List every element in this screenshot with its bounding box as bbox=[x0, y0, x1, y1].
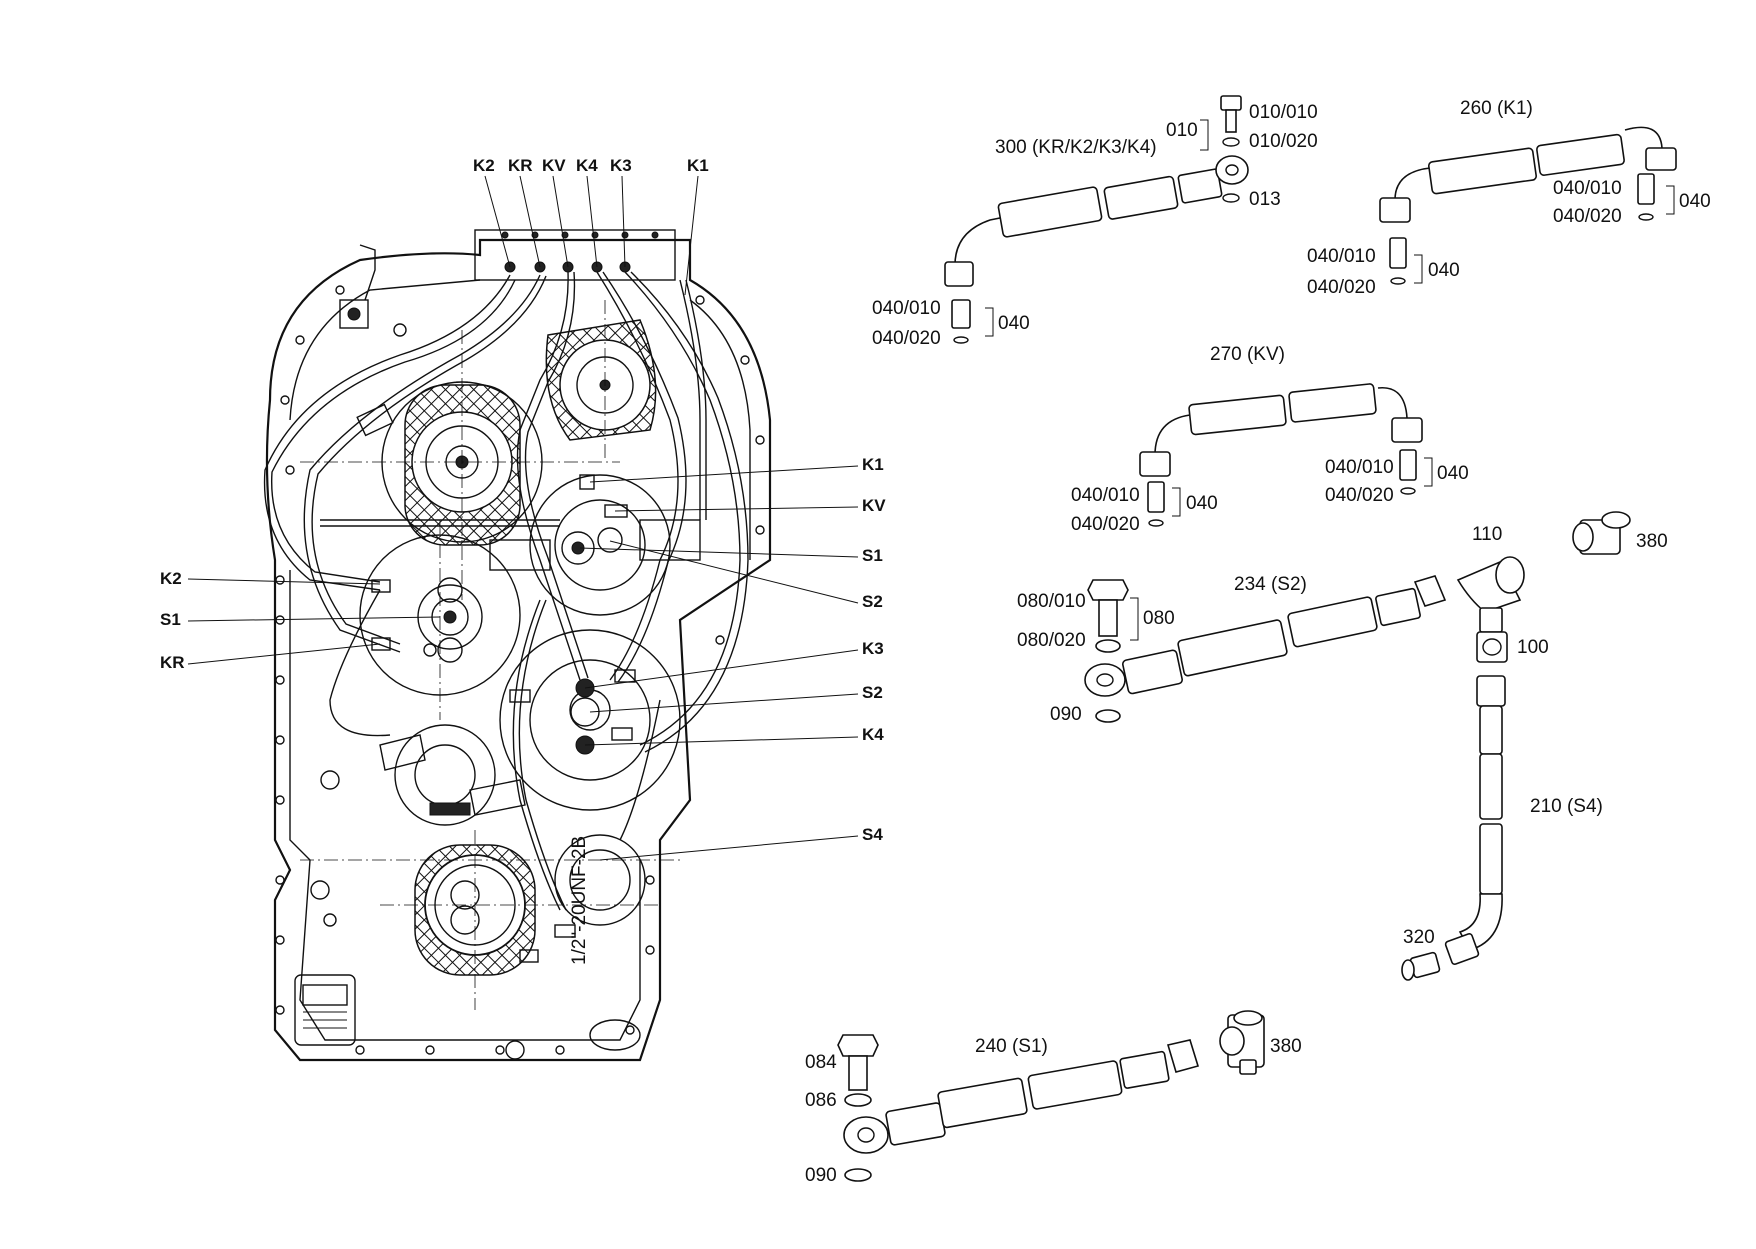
sensor-top-left bbox=[339, 244, 376, 329]
valve-block-ports bbox=[501, 231, 659, 273]
hydraulic-tubes bbox=[263, 271, 749, 911]
label-right-s2b: S2 bbox=[862, 683, 883, 702]
part-270-040b: 040 bbox=[1437, 463, 1469, 484]
part-270-040a: 040 bbox=[1186, 493, 1218, 514]
flange-mid bbox=[379, 724, 526, 826]
centre-lines bbox=[300, 300, 680, 1010]
part-240-hose: 240 (S1) 084 086 090 380 bbox=[805, 1010, 1302, 1186]
center-shaft-area bbox=[489, 474, 701, 616]
housing-outline bbox=[265, 238, 772, 1062]
part-260-040-020a: 040/020 bbox=[1553, 206, 1622, 227]
part-300-010: 010 bbox=[1166, 120, 1198, 141]
part-300-040-010: 040/010 bbox=[872, 298, 941, 319]
part-234-hose: 234 (S2) 080/010 080/020 080 090 110 100… bbox=[1017, 511, 1668, 725]
nameplate bbox=[294, 974, 356, 1046]
label-right-s1: S1 bbox=[862, 546, 883, 565]
part-270-040-020a: 040/020 bbox=[1071, 514, 1140, 535]
part-300-013: 013 bbox=[1249, 189, 1281, 210]
part-234-080-010: 080/010 bbox=[1017, 591, 1086, 612]
part-260-040b: 040 bbox=[1428, 260, 1460, 281]
part-300-hose: 300 (KR/K2/K3/K4) 010 010/010 010/020 01… bbox=[872, 95, 1318, 349]
part-260-040-010a: 040/010 bbox=[1553, 178, 1622, 199]
part-300-010-020: 010/020 bbox=[1249, 131, 1318, 152]
part-300-040-020: 040/020 bbox=[872, 328, 941, 349]
port-stamp: 1/2"-20UNF-2B bbox=[569, 836, 590, 965]
part-234-080-020: 080/020 bbox=[1017, 630, 1086, 651]
part-300-010-010: 010/010 bbox=[1249, 102, 1318, 123]
part-260-040a: 040 bbox=[1679, 191, 1711, 212]
part-270-040-020b: 040/020 bbox=[1325, 485, 1394, 506]
part-210-title: 210 (S4) bbox=[1530, 796, 1603, 817]
part-240-title: 240 (S1) bbox=[975, 1036, 1048, 1057]
hub-right bbox=[499, 629, 681, 811]
label-right-k4: K4 bbox=[862, 725, 884, 744]
part-270-hose: 270 (KV) 040/010 040/020 040 040/010 040… bbox=[1071, 344, 1469, 535]
part-234-title: 234 (S2) bbox=[1234, 574, 1307, 595]
part-260-040-020b: 040/020 bbox=[1307, 277, 1376, 298]
label-top-k4: K4 bbox=[576, 156, 598, 175]
part-300-title: 300 (KR/K2/K3/K4) bbox=[995, 137, 1157, 158]
label-right-s2: S2 bbox=[862, 592, 883, 611]
part-240-086: 086 bbox=[805, 1090, 837, 1111]
cover-plate bbox=[589, 1019, 641, 1051]
part-260-040-010b: 040/010 bbox=[1307, 246, 1376, 267]
label-top-k2: K2 bbox=[473, 156, 495, 175]
part-234-100: 100 bbox=[1517, 637, 1549, 658]
label-right-s4: S4 bbox=[862, 825, 883, 844]
label-left-k2: K2 bbox=[160, 569, 182, 588]
part-234-090: 090 bbox=[1050, 704, 1082, 725]
part-270-title: 270 (KV) bbox=[1210, 344, 1285, 365]
label-top-kr: KR bbox=[508, 156, 533, 175]
label-right-k3: K3 bbox=[862, 639, 884, 658]
part-234-380: 380 bbox=[1636, 531, 1668, 552]
label-top-kv: KV bbox=[542, 156, 566, 175]
transmission-housing: 1/2"-20UNF-2B bbox=[263, 229, 772, 1062]
part-210-hose: 210 (S4) 320 bbox=[1401, 675, 1603, 981]
part-234-110: 110 bbox=[1472, 524, 1502, 545]
part-240-084: 084 bbox=[805, 1052, 837, 1073]
label-top-k3: K3 bbox=[610, 156, 632, 175]
label-right-k1: K1 bbox=[862, 455, 884, 474]
part-210-320: 320 bbox=[1403, 927, 1435, 948]
part-260-hose: 260 (K1) 040/010 040/020 040 040/010 040… bbox=[1307, 98, 1711, 298]
part-260-title: 260 (K1) bbox=[1460, 98, 1533, 119]
part-270-040-010a: 040/010 bbox=[1071, 485, 1140, 506]
label-left-s1: S1 bbox=[160, 610, 181, 629]
label-right-kv: KV bbox=[862, 496, 886, 515]
clutch-upper-right bbox=[545, 319, 657, 441]
label-top-k1: K1 bbox=[687, 156, 709, 175]
part-300-040: 040 bbox=[998, 313, 1030, 334]
part-240-090: 090 bbox=[805, 1165, 837, 1186]
transmission-callouts: K2 KR KV K4 K3 K1 K2 S1 KR K1 KV S1 S2 K… bbox=[160, 156, 886, 861]
line-fittings bbox=[356, 403, 636, 963]
part-240-380: 380 bbox=[1270, 1036, 1302, 1057]
part-234-080: 080 bbox=[1143, 608, 1175, 629]
label-left-kr: KR bbox=[160, 653, 185, 672]
part-270-040-010b: 040/010 bbox=[1325, 457, 1394, 478]
